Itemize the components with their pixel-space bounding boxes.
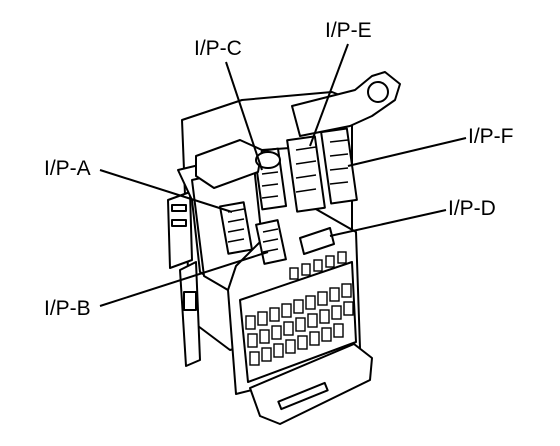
fuse [325,255,335,268]
fuse [331,305,342,320]
fuse [283,321,294,336]
fuse [341,283,352,298]
fuse [337,251,347,264]
connector-ip-f-pins [329,139,349,185]
fuse [289,267,299,280]
fuse [301,263,311,276]
side-flange [167,191,193,269]
fuse [285,339,296,354]
leader-line-ip-c [225,61,263,171]
leader-line-ip-d [329,209,447,237]
fuse [249,351,260,366]
connector-ip-a-pins [227,208,245,243]
leader-line-ip-a [99,169,233,213]
fuse [309,331,320,346]
connector-ip-a [219,201,253,255]
fuse [295,317,306,332]
bracket-hole [367,81,389,103]
fuse [269,307,280,322]
connector-ip-e [286,135,326,213]
fuse [257,311,268,326]
fuse [313,259,323,272]
fuse [281,303,292,318]
fuse [307,313,318,328]
label-ip-c: I/P-C [194,37,242,60]
label-ip-b: I/P-B [44,297,91,320]
label-ip-a: I/P-A [44,157,91,180]
label-ip-d: I/P-D [448,197,496,220]
latch-hole [255,151,281,169]
leader-line-ip-f [347,137,467,167]
fuse [329,287,340,302]
leader-line-ip-e [309,43,349,147]
fuse [293,299,304,314]
leader-line-ip-b [99,251,269,307]
connector-ip-e-pins [295,146,317,193]
fuse [245,315,256,330]
left-mount-tab [179,261,201,367]
connector-ip-b-pins [262,228,279,253]
mounting-bracket [291,71,401,137]
fuse [247,333,258,348]
fuse [319,309,330,324]
fuse [297,335,308,350]
fuse [343,301,354,316]
flange-slot-mid [171,219,187,227]
flange-slot-top [171,204,187,212]
fuse-grid [245,251,354,366]
label-ip-f: I/P-F [468,125,514,148]
bottom-mount-slot [277,381,329,411]
left-mount-slot [183,291,197,311]
fuse [259,329,270,344]
fuse [271,325,282,340]
fuse [273,343,284,358]
fuse [305,295,316,310]
fuse [321,327,332,342]
fuse [333,323,344,338]
fuse [317,291,328,306]
connector-ip-d [299,227,335,255]
latch-wing [195,139,263,189]
label-ip-e: I/P-E [325,19,372,42]
fuse [261,347,272,362]
